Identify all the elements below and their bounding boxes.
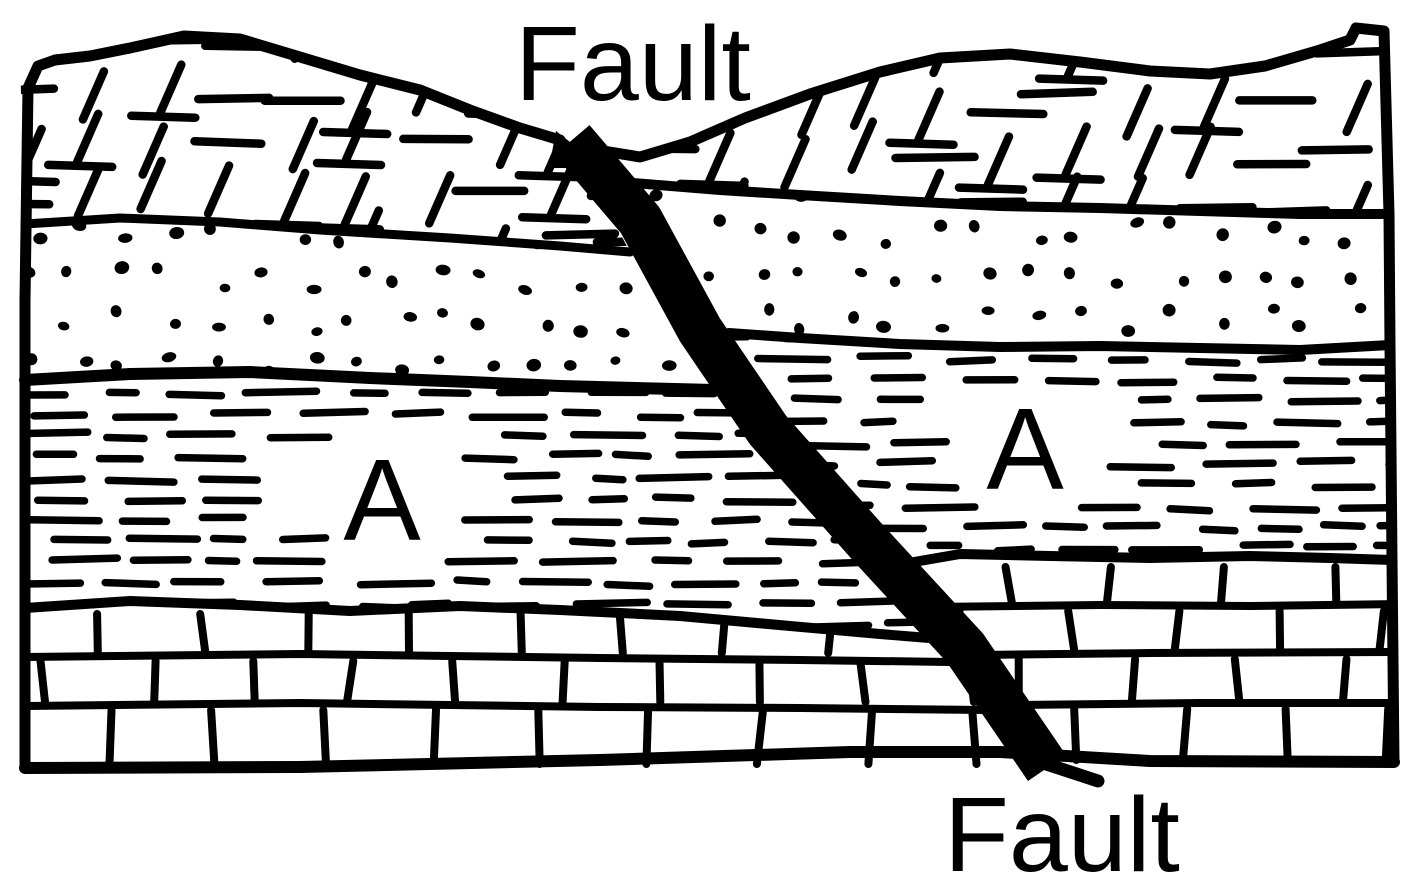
layer-boundary-lines — [19, 178, 1397, 643]
section-outline — [19, 22, 1400, 774]
fault-label-top: Fault — [515, 5, 751, 123]
fault-label-bottom: Fault — [944, 776, 1180, 894]
brick-layer-left-pattern — [25, 610, 989, 768]
dotted-layer-left-pattern — [25, 218, 693, 377]
unit-a-label-left: A — [343, 435, 421, 565]
unit-a-label-right: A — [986, 384, 1064, 514]
labels: Fault Fault A A — [343, 5, 1180, 894]
